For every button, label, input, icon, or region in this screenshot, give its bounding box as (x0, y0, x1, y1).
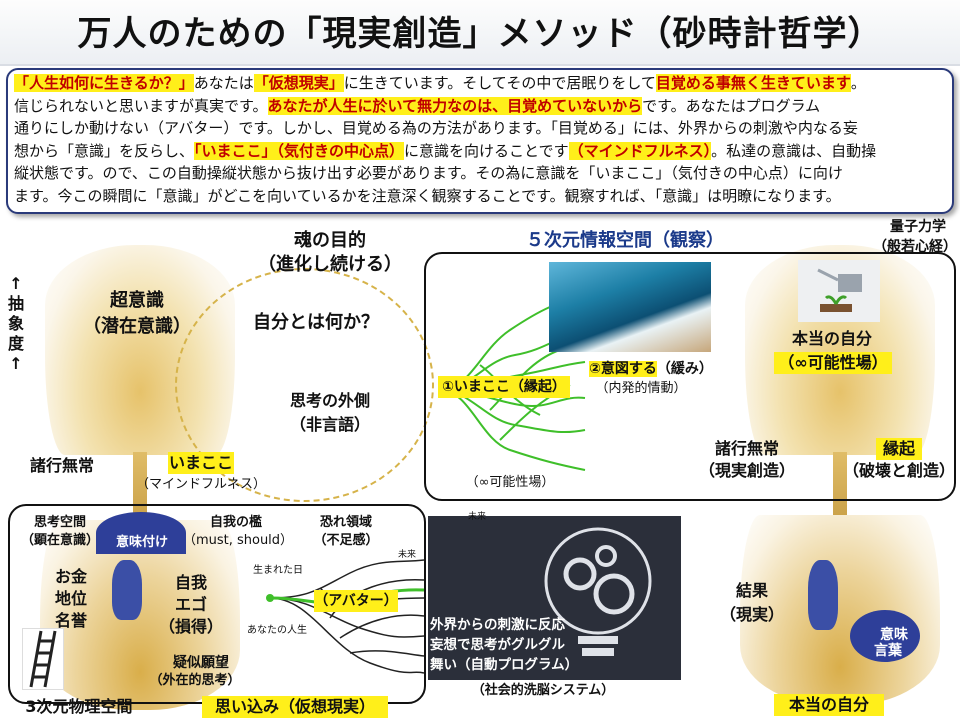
watering-can-icon (798, 260, 880, 322)
ladder-climber-icon (22, 628, 64, 690)
left-girl (112, 560, 142, 620)
mindfulness-label: （マインドフルネス） (135, 477, 266, 492)
impermanence-right-sub: （現実創造） (698, 461, 795, 480)
external-reaction-line3: 舞い（自動プログラム） (430, 657, 579, 673)
quantum-label: 量子力学 (890, 219, 946, 235)
self-circle (175, 268, 434, 502)
money-label: お金 (54, 567, 87, 586)
born-day-label: 生まれた日 (253, 565, 303, 576)
thought-space-sub: （顕在意識） (20, 533, 99, 548)
abstraction-axis-label: ↑抽象度↑ (7, 274, 24, 373)
meaning-label: 意味 (880, 627, 908, 643)
outside-thought-label: 思考の外側 (289, 391, 370, 410)
thought-space-label: 思考空間 (33, 515, 86, 530)
true-self-bottom-label: 本当の自分 (774, 694, 884, 716)
meaning-umbrella-label: 意味付け (115, 535, 168, 550)
lightbulb-gears-photo (428, 516, 681, 680)
result-label: 結果 (735, 581, 768, 600)
right-umbrella (850, 610, 920, 662)
step2-intend-label: ②意図する（緩み） (589, 361, 713, 377)
status-label: 地位 (54, 589, 87, 608)
social-brainwash-label: （社会的洗脳システム） (471, 683, 615, 698)
super-consciousness-sub: （潜在意識） (83, 316, 191, 337)
ego-label: 自我 (174, 573, 207, 592)
heart-sutra-label: （般若心経） (873, 239, 957, 255)
physical-space-label: 3次元物理空間 (25, 697, 133, 716)
info-space-box (424, 252, 956, 501)
intro-line-4: 想から「意識」を反らし、「いまここ」（気付きの中心点）に意識を向けることです（マ… (14, 141, 877, 160)
step2-sub-label: （内発的情動） (595, 381, 687, 396)
ego2-label: エゴ (174, 595, 207, 614)
avatar-label: （アバター） (314, 590, 398, 612)
external-reaction-line2: 妄想で思考がグルグル (430, 637, 565, 653)
right-girl (808, 560, 838, 630)
delusion-label: 思い込み（仮想現実） (202, 696, 388, 718)
page-title: 万人のための「現実創造」メソッド（砂時計哲学） (77, 14, 883, 54)
your-life-label: あなたの人生 (247, 625, 307, 636)
wave-photo (549, 262, 711, 352)
intro-line-3: 通りにしか動けない（アバター）です。しかし、目覚める為の方法があります。「目覚め… (14, 119, 858, 138)
who-am-i-label: 自分とは何か？ (253, 312, 379, 333)
true-self-top-label: 本当の自分 (791, 329, 872, 348)
fear-zone-sub: （不足感） (313, 533, 379, 548)
impermanence-left-label: 諸行無常 (29, 456, 94, 475)
soul-purpose-label: 魂の目的 (294, 230, 366, 251)
info-space-label: ５次元情報空間（観察） (526, 230, 724, 251)
impermanence-right-label: 諸行無常 (714, 439, 779, 458)
pseudo-desire-sub: （外在的思考） (149, 673, 241, 688)
external-reaction-line1: 外界からの刺激に反応 (430, 617, 565, 633)
soul-purpose-sub: （進化し続ける） (258, 254, 402, 275)
intro-line-1: 「人生如何に生きるか？」あなたは「仮想現実」に生きています。そしてその中で居眠り… (14, 74, 866, 92)
result-sub-label: （現実） (719, 605, 784, 624)
intro-line-5: 縦状態です。ので、この自動操縦状態から抜け出す必要があります。その為に意識を「い… (14, 164, 843, 183)
future-left-label: 未来 (397, 550, 416, 560)
intro-line-2: 信じられないと思いますが真実です。あなたが人生に於いて無力なのは、目覚めていない… (14, 96, 821, 115)
potential-field-bottom-label: （∞可能性場） (465, 475, 555, 490)
ego-cage-label: 自我の檻 (209, 515, 262, 530)
engi-sub-label: （破壊と創造） (842, 461, 955, 480)
ego-sub-label: （損得） (158, 617, 223, 636)
future-right-label: 未来 (467, 512, 486, 522)
pseudo-desire-label: 疑似願望 (173, 655, 229, 671)
fear-zone-label: 恐れ領域 (319, 515, 372, 530)
super-consciousness-label: 超意識 (110, 290, 164, 311)
intro-text: 「人生如何に生きるか？」あなたは「仮想現実」に生きています。そしてその中で居眠り… (14, 72, 944, 208)
imakoko-label: いまここ (168, 452, 234, 474)
fame-label: 名誉 (54, 611, 87, 630)
potential-field-top-label: （∞可能性場） (774, 352, 892, 374)
intro-line-6: ます。今この瞬間に「意識」がどこを向いているかを注意深く観察することです。観察す… (14, 186, 841, 205)
ego-cage-sub: （must, should） (182, 533, 294, 548)
right-hourglass-bottom (740, 515, 940, 705)
engi-label: 縁起 (876, 438, 922, 460)
title-bar (0, 0, 960, 66)
outside-thought-sub: （非言語） (289, 415, 370, 434)
right-hourglass-neck (833, 452, 847, 522)
left-umbrella (96, 512, 186, 554)
step1-imakoko-label: ①いまここ（縁起） (438, 376, 570, 398)
words-label: 言葉 (874, 643, 902, 659)
intro-box (6, 68, 954, 214)
